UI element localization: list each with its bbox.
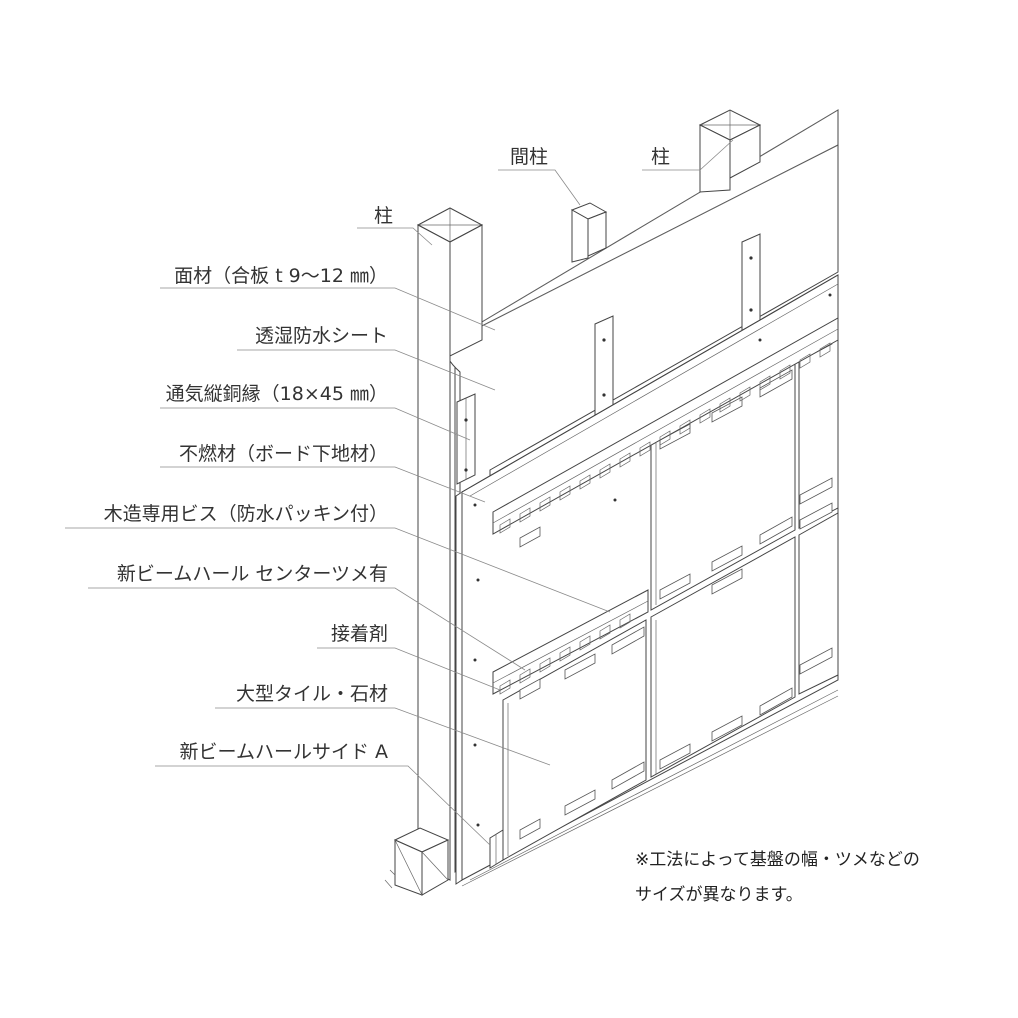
label-rail-center: 新ビームハール センターツメ有 [117,563,388,585]
furring-strip-2 [594,315,614,417]
stud [570,202,608,263]
label-board: 不燃材（ボード下地材） [179,443,388,465]
rail-side [489,829,504,869]
label-adhesive: 接着剤 [331,623,388,645]
rail-center-lower [492,589,649,695]
tile-lower-right [798,512,839,695]
furring-strip-3 [741,233,761,335]
label-sheathing: 面材（合板 t 9〜12 ㎜） [174,265,388,287]
adhesive-slots [519,334,833,840]
furring-strip-1 [456,393,476,485]
label-column-right: 柱 [651,146,670,168]
column-right [698,109,762,193]
label-column-left: 柱 [374,205,393,227]
label-stud: 間柱 [510,146,548,168]
foundation [384,827,450,896]
label-furring: 通気縦銅縁（18×45 ㎜） [166,383,388,405]
label-screw: 木造専用ビス（防水パッキン付） [104,503,388,525]
label-tile: 大型タイル・石材 [236,683,388,705]
rail-center-upper [492,317,839,535]
note-line-2: サイズが異なります。 [635,885,803,905]
note-line-1: ※工法によって基盤の幅・ツメなどの [635,850,920,870]
column-left [416,207,484,881]
label-membrane: 透湿防水シート [255,325,388,347]
label-rail-side: 新ビームハールサイド A [180,741,388,763]
tile-lower-mid [650,536,796,778]
leader-lines [65,139,734,846]
